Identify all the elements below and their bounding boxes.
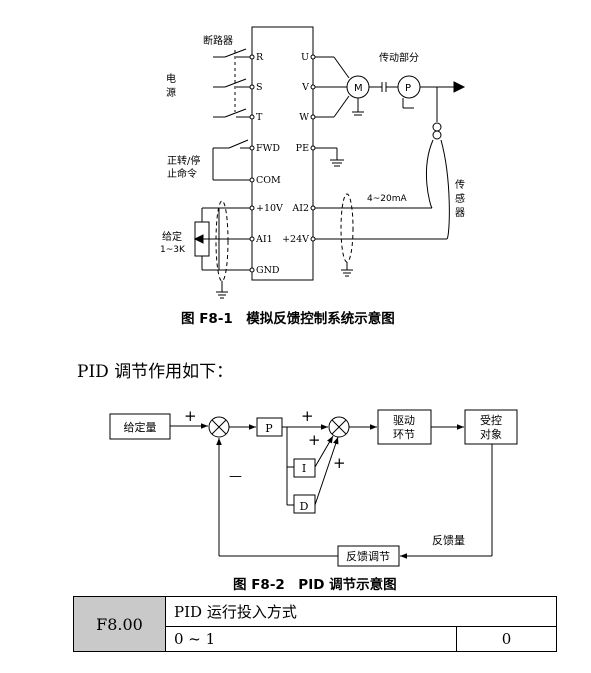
power-label-2: 源 [166, 86, 176, 99]
setting-label-1: 给定 [162, 230, 182, 243]
sensor-label-1: 传 [455, 179, 465, 191]
fwd-com-wiring [212, 139, 252, 181]
fwd-command-label-2: 止命令 [167, 167, 197, 180]
sum2-plus-mid: + [308, 431, 321, 449]
parameter-name: PID 运行投入方式 [164, 596, 558, 627]
breaker-label: 断路器 [203, 34, 233, 47]
terminal-r: R [256, 52, 264, 63]
pe-ground [313, 147, 344, 167]
block-i [293, 458, 316, 478]
parameter-row-values: 0 ~ 1 0 [74, 625, 558, 652]
fig2-caption: 图 F8-2 PID 调节示意图 [233, 577, 397, 593]
fig2-pid-block-diagram [109, 409, 518, 567]
terminal-ai1: AI1 [255, 234, 273, 245]
transmission-label: 传动部分 [379, 51, 419, 64]
current-label: 4~20mA [367, 194, 407, 204]
inverter-body [251, 26, 314, 281]
p-label: P [265, 422, 273, 435]
sensor-label-2: 感 [455, 192, 465, 205]
terminal-dots [249, 54, 316, 273]
setpoint-label: 给定量 [124, 420, 157, 434]
setting-label-2: 1~3K [160, 245, 186, 255]
drive-label-1: 驱动 [393, 414, 415, 427]
terminal-ai2: AI2 [291, 203, 309, 214]
sensor-label-3: 器 [455, 207, 465, 219]
terminal-t: T [256, 112, 263, 123]
motor-wiring [313, 56, 466, 118]
block-plant [464, 409, 518, 445]
parameter-table: F8.00 PID 运行投入方式 0 ~ 1 0 [73, 596, 558, 652]
power-label-1: 电 [166, 72, 176, 85]
setting-potentiometer [193, 200, 252, 299]
feedback-quantity-label: 反馈量 [432, 534, 465, 547]
terminal-gnd: GND [256, 265, 280, 276]
parameter-row-name: F8.00 PID 运行投入方式 [73, 596, 558, 652]
terminal-pe: PE [296, 143, 309, 154]
terminal-com: COM [256, 175, 281, 186]
fig1-wiring-diagram [193, 26, 466, 299]
terminal-u: U [301, 52, 309, 63]
terminal-v: V [301, 82, 309, 93]
sum1-plus-sign: + [184, 407, 197, 425]
terminal-24v: +24V [282, 234, 309, 245]
intro-text: PID 调节作用如下： [77, 362, 234, 382]
sum1-minus-sign: — [229, 469, 242, 484]
fwd-command-label-1: 正转/停 [167, 154, 200, 167]
sensor-wiring [313, 87, 450, 277]
sum2-plus-low: + [333, 454, 346, 472]
i-label: I [302, 462, 306, 475]
terminal-s: S [256, 82, 263, 93]
motor-label: M [354, 83, 363, 94]
feedback-adjust-label: 反馈调节 [346, 550, 390, 563]
fig2-labels: 给定量 P I D 驱动 环节 受控 对象 反馈调节 反馈量 + — + + + [124, 407, 503, 563]
sum2-plus-top: + [301, 407, 314, 425]
fig1-labels: 断路器 电 源 传动部分 正转/停 止命令 给定 1~3K 传 感 器 4~20… [160, 34, 465, 276]
terminal-fwd: FWD [256, 143, 280, 154]
d-label: D [300, 500, 309, 513]
parameter-default: 0 [455, 625, 558, 652]
drive-label-2: 环节 [393, 428, 415, 441]
power-lines [213, 48, 252, 118]
terminal-w: W [299, 112, 309, 123]
fig1-caption: 图 F8-1 模拟反馈控制系统示意图 [181, 311, 395, 327]
plant-label-2: 对象 [480, 427, 502, 441]
parameter-range: 0 ~ 1 [165, 625, 457, 652]
terminal-10v: +10V [256, 203, 283, 214]
parameter-code: F8.00 [73, 596, 166, 652]
pump-label: P [405, 83, 411, 94]
plant-label-1: 受控 [480, 413, 502, 427]
